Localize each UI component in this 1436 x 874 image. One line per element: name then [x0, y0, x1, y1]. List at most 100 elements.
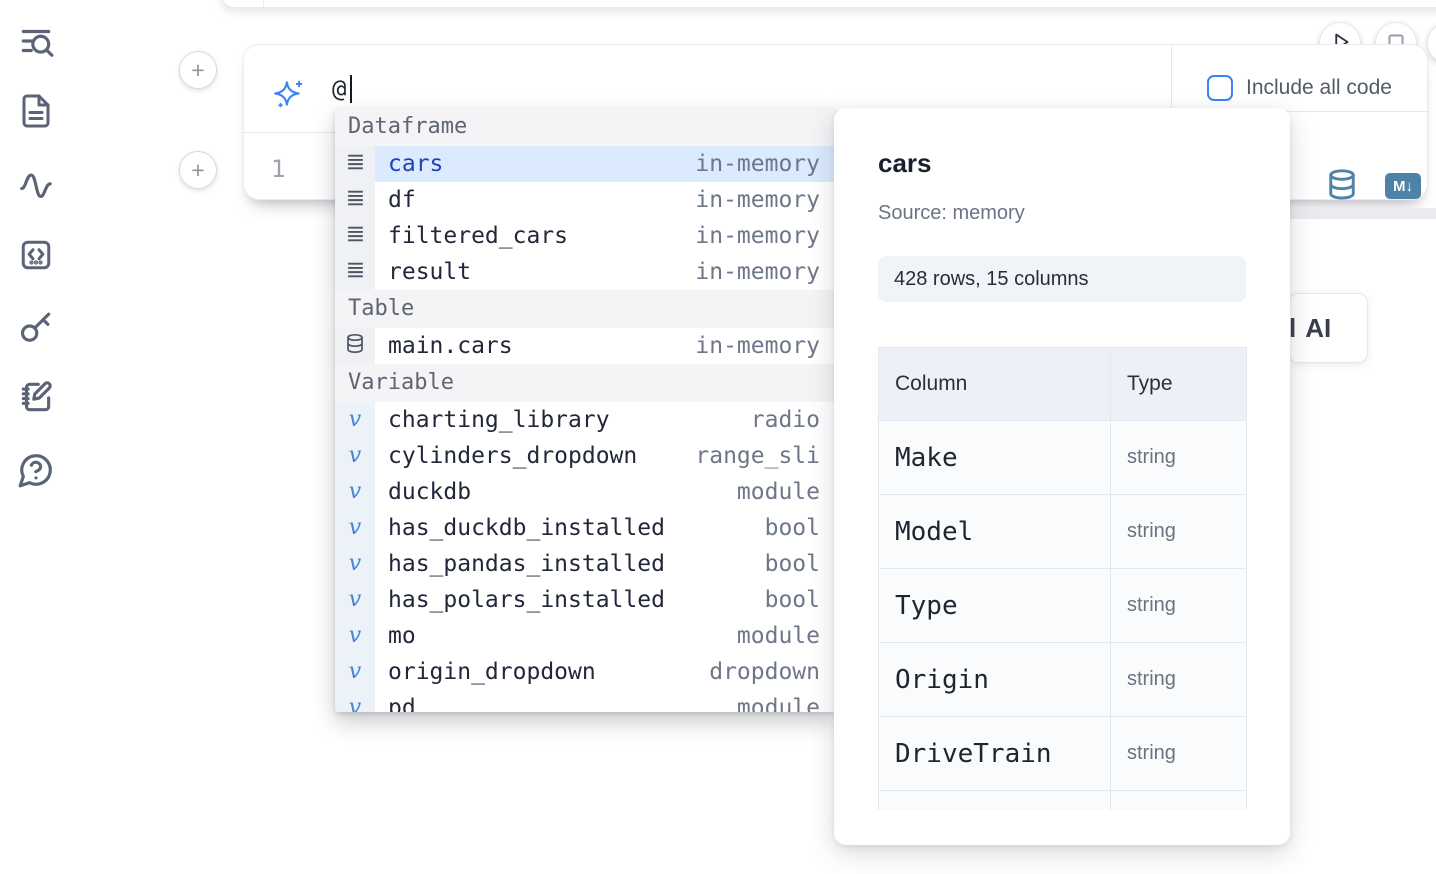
- activity-icon: [17, 164, 55, 205]
- item-name: df: [388, 187, 416, 213]
- column-type: string: [1110, 642, 1247, 717]
- preview-source: Source: memory: [878, 202, 1025, 224]
- preview-shape-badge: 428 rows, 15 columns: [878, 256, 1246, 302]
- ai-button-label: AI: [1305, 312, 1332, 343]
- item-type: bool: [764, 515, 820, 541]
- item-type: in-memory: [695, 151, 820, 177]
- clipped-run-control-button[interactable]: [1427, 22, 1436, 64]
- ai-panel-bottom-border: [1171, 111, 1429, 112]
- preview-title: cars: [878, 148, 932, 178]
- schema-row-partial: [878, 790, 1247, 810]
- autocomplete-item[interactable]: filtered_cars in-memory: [335, 218, 835, 254]
- item-name: origin_dropdown: [388, 659, 596, 685]
- item-type: radio: [750, 407, 820, 433]
- autocomplete-item[interactable]: v mo module: [335, 618, 835, 654]
- ai-prompt-input[interactable]: @: [332, 75, 347, 103]
- item-name: cylinders_dropdown: [388, 443, 638, 469]
- item-name: filtered_cars: [388, 223, 569, 249]
- dataframe-icon: [345, 151, 366, 177]
- markdown-convert-button[interactable]: M↓: [1385, 173, 1421, 199]
- autocomplete-item[interactable]: v has_duckdb_installed bool: [335, 510, 835, 546]
- notebook-pen-icon: [17, 378, 55, 419]
- item-type: bool: [764, 587, 820, 613]
- include-all-code-checkbox[interactable]: [1207, 75, 1233, 101]
- sidebar-item-snippets[interactable]: [14, 234, 58, 278]
- add-cell-below-button[interactable]: +: [179, 151, 217, 189]
- variable-icon: v: [348, 587, 362, 612]
- sidebar-item-variables[interactable]: [14, 162, 58, 206]
- generate-with-ai-button[interactable]: l AI: [1288, 293, 1368, 363]
- column-type: string: [1110, 568, 1247, 643]
- cell-bottom-band: [1288, 208, 1436, 219]
- include-all-code-control: Include all code: [1207, 75, 1392, 101]
- item-type: in-memory: [695, 223, 820, 249]
- variable-icon: v: [348, 407, 362, 432]
- item-type: bool: [764, 551, 820, 577]
- cell-action-buttons: M↓: [1325, 168, 1421, 205]
- include-all-code-label: Include all code: [1246, 76, 1392, 99]
- item-name: cars: [388, 151, 444, 177]
- item-type: in-memory: [695, 187, 820, 213]
- column-name: Model: [878, 494, 1111, 569]
- sidebar-item-files[interactable]: [14, 90, 58, 134]
- column-type: string: [1110, 494, 1247, 569]
- sidebar-item-scratchpad[interactable]: [14, 376, 58, 420]
- file-text-icon: [18, 93, 54, 132]
- autocomplete-item[interactable]: result in-memory: [335, 254, 835, 290]
- variable-icon: v: [348, 479, 362, 504]
- text-cursor: [350, 75, 352, 103]
- previous-cell: [220, 0, 1436, 8]
- item-name: has_polars_installed: [388, 587, 665, 613]
- add-cell-above-button[interactable]: +: [179, 51, 217, 89]
- dataframe-icon: [345, 259, 366, 285]
- autocomplete-section-header: Table: [335, 290, 835, 328]
- item-name: has_duckdb_installed: [388, 515, 665, 541]
- item-type: module: [736, 695, 820, 712]
- variable-icon: v: [348, 515, 362, 540]
- item-name: result: [388, 259, 472, 285]
- dataframe-preview-panel: cars Source: memory 428 rows, 15 columns…: [834, 108, 1290, 845]
- dataframe-to-sql-button[interactable]: [1325, 168, 1359, 205]
- variable-icon: v: [348, 695, 362, 713]
- markdown-icon: M↓: [1393, 177, 1413, 195]
- sparkles-icon: [272, 77, 306, 116]
- variable-icon: v: [348, 623, 362, 648]
- sidebar-item-help[interactable]: [14, 449, 58, 493]
- autocomplete-item[interactable]: df in-memory: [335, 182, 835, 218]
- code-snippets-icon: [18, 237, 54, 276]
- line-number: 1: [271, 155, 286, 183]
- table-database-icon: [345, 333, 365, 360]
- autocomplete-section-header: Variable: [335, 364, 835, 402]
- item-type: dropdown: [709, 659, 820, 685]
- column-name: Type: [878, 568, 1111, 643]
- schema-column-header: Column: [878, 347, 1111, 421]
- item-type: module: [736, 623, 820, 649]
- sidebar-item-secrets[interactable]: [14, 305, 58, 349]
- item-name: mo: [388, 623, 416, 649]
- autocomplete-item[interactable]: cars in-memory: [335, 146, 835, 182]
- item-name: has_pandas_installed: [388, 551, 665, 577]
- previous-cell-divider: [263, 0, 264, 7]
- item-type: in-memory: [695, 259, 820, 285]
- sidebar-item-explorer[interactable]: [14, 20, 58, 64]
- autocomplete-item[interactable]: v has_polars_installed bool: [335, 582, 835, 618]
- dataframe-icon: [345, 223, 366, 249]
- item-type: range_sli: [695, 443, 820, 469]
- column-name: Origin: [878, 642, 1111, 717]
- item-name: duckdb: [388, 479, 472, 505]
- database-icon: [1327, 168, 1357, 205]
